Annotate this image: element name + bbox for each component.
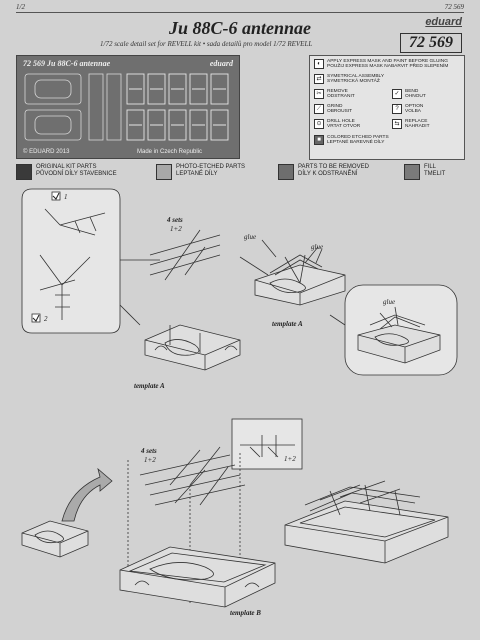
part-number: 72 569 <box>400 33 462 53</box>
legend-item-remove: ✂ REMOVE ODSTRANIT <box>314 89 384 100</box>
check-icon <box>32 314 40 322</box>
legend-item-colored-parts: ■ COLORED ETCHED PARTS LEPTANÉ BAREVNÉ D… <box>314 135 460 146</box>
fret-brand: eduard <box>209 59 233 68</box>
step1-sets-label: 4 sets <box>166 216 183 224</box>
template-a-label-right: template A <box>272 320 303 328</box>
legend-item-grind: ⟋ GRIND OBROUSIT <box>314 104 384 115</box>
part-label-2: 2 <box>44 315 48 323</box>
key-photo-etched-swatch <box>156 164 172 180</box>
symmetrical-icon: ⇄ <box>314 74 324 84</box>
glue-label-2: glue <box>311 243 323 251</box>
legend-item-mask: ◐ APPLY EXPRESS MASK AND PAINT BEFORE GL… <box>314 59 460 70</box>
key-original-swatch <box>16 164 32 180</box>
header-rule <box>16 12 464 13</box>
template-a-label-center: template A <box>134 382 165 390</box>
fret-made-in: Made in Czech Republic <box>137 149 203 155</box>
legend-item-symmetrical: ⇄ SYMETRICAL ASSEMBLY SYMETRICKÁ MONTÁŽ <box>314 74 460 85</box>
step2-sets-label: 4 sets <box>140 447 157 455</box>
brand-logo: eduard <box>425 16 462 28</box>
grind-icon: ⟋ <box>314 104 324 114</box>
fret-title: 72 569 Ju 88C-6 antennae <box>23 59 111 68</box>
symbol-legend: ◐ APPLY EXPRESS MASK AND PAINT BEFORE GL… <box>309 55 465 160</box>
key-remove-swatch <box>278 164 294 180</box>
key-remove: PARTS TO BE REMOVED DÍLY K ODSTRANĚNÍ <box>278 164 369 180</box>
step2-detail-box <box>231 418 303 470</box>
page-title: Ju 88C-6 antennae <box>168 18 312 38</box>
part-label-1: 1 <box>64 193 68 201</box>
glue-label-3: glue <box>383 298 395 306</box>
colored-parts-icon: ■ <box>314 135 324 145</box>
page-number-right: 72 569 <box>444 3 464 11</box>
drill-icon: ⊙ <box>314 119 324 129</box>
template-b-shape <box>119 546 276 608</box>
mask-icon: ◐ <box>314 59 324 69</box>
fret-copyright: © EDUARD 2013 <box>23 149 70 155</box>
key-fill: FILL TMELIT <box>404 164 445 180</box>
fret-parts-drawing <box>24 73 229 141</box>
step1-sets-parts: 1+2 <box>170 225 182 233</box>
glue-label-1: glue <box>244 233 256 241</box>
page-subtitle: 1/72 scale detail set for REVELL kit • s… <box>100 40 313 48</box>
legend-item-bend: ✓ BEND OHNOUT <box>392 89 460 100</box>
page-number-left: 1/2 <box>16 3 25 11</box>
parts-key: ORIGINAL KIT PARTS PŮVODNÍ DÍLY STAVEBNI… <box>16 162 464 182</box>
legend-item-drill: ⊙ DRILL HOLE VRTAT OTVOR <box>314 119 384 130</box>
key-photo-etched: PHOTO-ETCHED PARTS LEPTANÉ DÍLY <box>156 164 245 180</box>
legend-item-replace: ⇆ REPLACE NAHRADIT <box>392 119 460 130</box>
template-b-label: template B <box>230 609 261 617</box>
part-1-checkbox <box>51 191 61 201</box>
step2-detail-parts: 1+2 <box>284 455 296 463</box>
legend-item-option: ? OPTION VOLBA <box>392 104 460 115</box>
replace-icon: ⇆ <box>392 119 402 129</box>
key-fill-swatch <box>404 164 420 180</box>
step2-sets-parts: 1+2 <box>144 456 156 464</box>
assembly-diagram: 4 sets 1+2 glue glue glue template A tem… <box>21 188 458 617</box>
part-2-checkbox <box>31 313 41 323</box>
bend-icon: ✓ <box>392 89 402 99</box>
step1-callout-left <box>21 188 121 334</box>
fret-illustration: 72 569 Ju 88C-6 antennae eduard <box>16 55 240 159</box>
key-original: ORIGINAL KIT PARTS PŮVODNÍ DÍLY STAVEBNI… <box>16 164 117 180</box>
remove-icon: ✂ <box>314 89 324 99</box>
option-icon: ? <box>392 104 402 114</box>
check-icon <box>52 192 60 200</box>
